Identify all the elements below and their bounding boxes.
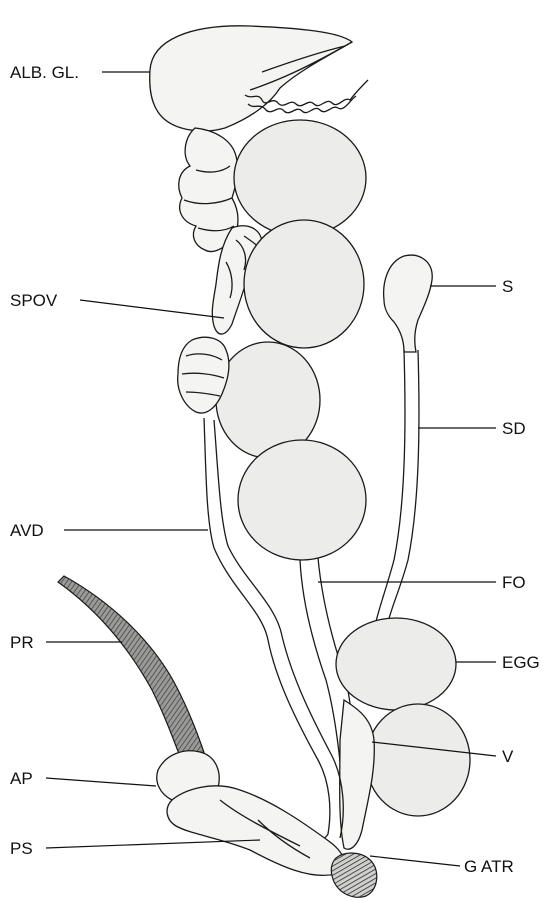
label-alb-gl: ALB. GL. — [10, 63, 79, 82]
label-v: V — [502, 747, 514, 766]
penis-and-appendix — [157, 751, 345, 876]
spermathecal-duct — [374, 350, 419, 630]
spermatheca — [384, 255, 433, 352]
label-ps: PS — [10, 839, 33, 858]
label-egg: EGG — [502, 653, 540, 672]
label-g-atr: G ATR — [464, 857, 514, 876]
upper-egg-stack — [216, 120, 366, 560]
vagina — [340, 700, 375, 849]
genital-atrium — [331, 853, 377, 897]
label-spov: SPOV — [10, 291, 58, 310]
leader-spov — [80, 300, 224, 318]
albumen-gland — [150, 26, 352, 131]
leader-ps — [46, 840, 260, 848]
label-fo: FO — [502, 573, 526, 592]
label-avd: AVD — [10, 521, 44, 540]
label-ap: AP — [10, 769, 33, 788]
label-pr: PR — [10, 633, 34, 652]
label-sd: SD — [502, 419, 526, 438]
leader-g-atr — [370, 856, 460, 866]
penis-retractor-muscle — [58, 576, 210, 778]
label-s: S — [502, 277, 513, 296]
leader-ap — [46, 778, 156, 786]
